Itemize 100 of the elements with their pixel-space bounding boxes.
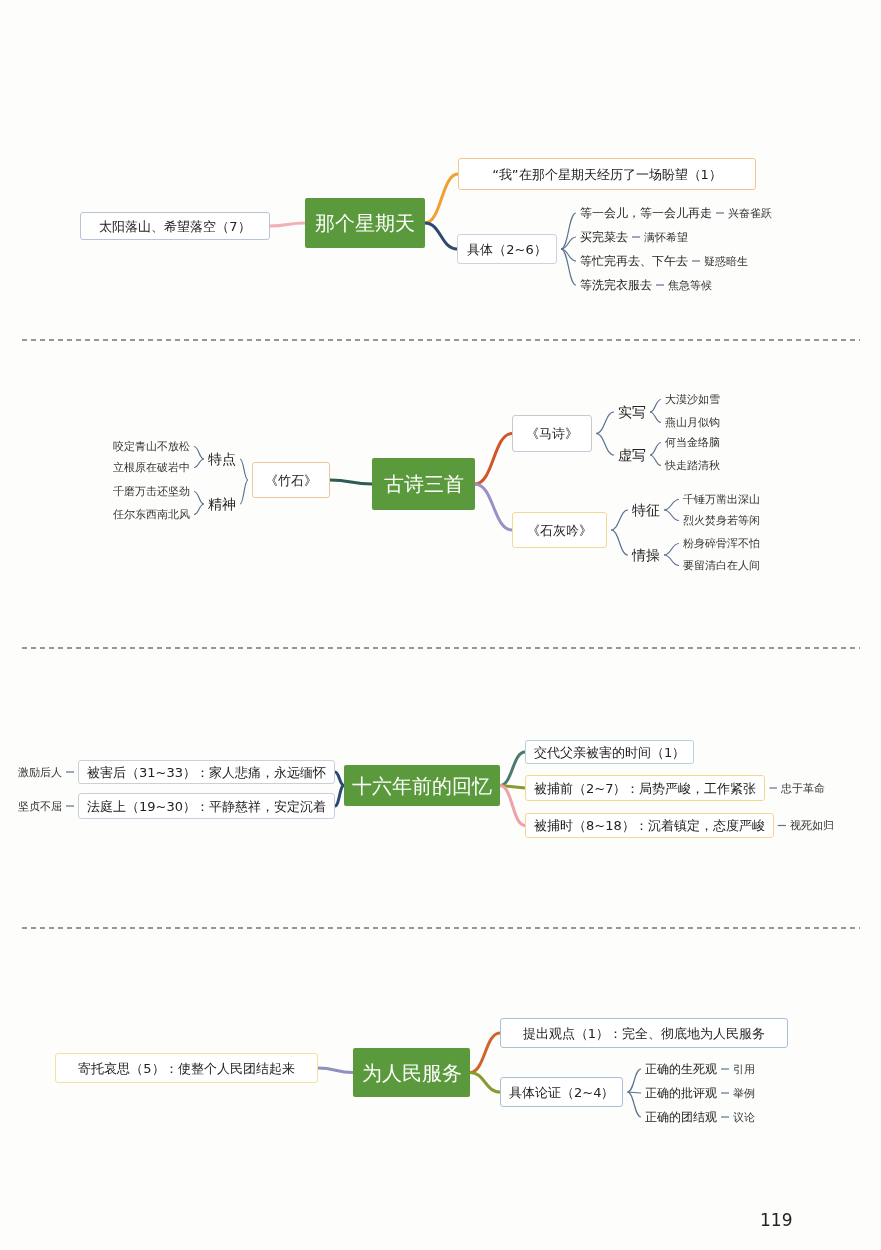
branch-box: 《马诗》 bbox=[512, 415, 592, 452]
note-text: 烈火焚身若等闲 bbox=[683, 514, 760, 527]
branch-box: 被捕前（2~7）：局势严峻，工作紧张 bbox=[525, 775, 766, 801]
note-text: 粉身碎骨浑不怕 bbox=[683, 537, 760, 550]
connector-line bbox=[626, 1068, 642, 1093]
note-text: 满怀希望 bbox=[644, 230, 688, 244]
note-text: 千锤万凿出深山 bbox=[683, 493, 760, 506]
branch-text: 精神 bbox=[208, 496, 236, 512]
note-text: 焦急等候 bbox=[668, 278, 712, 292]
connector-line bbox=[269, 221, 306, 228]
connector-line bbox=[720, 1116, 730, 1118]
note-text: 疑惑暗生 bbox=[704, 254, 748, 268]
branch-box: 被害后（31~33）：家人悲痛，永远缅怀 bbox=[78, 760, 335, 784]
branch-text: 正确的批评观 bbox=[645, 1086, 717, 1100]
connector-line bbox=[715, 212, 725, 214]
connector-line bbox=[424, 221, 458, 251]
connector-line bbox=[626, 1091, 642, 1118]
connector-line bbox=[469, 1031, 501, 1074]
connector-line bbox=[649, 441, 662, 456]
connector-line bbox=[424, 172, 459, 225]
note-text: 何当金络脑 bbox=[665, 436, 720, 449]
note-text: 激励后人 bbox=[18, 765, 62, 779]
topic-box: 古诗三首 bbox=[372, 458, 475, 510]
note-text: 快走踏清秋 bbox=[665, 459, 720, 472]
connector-line bbox=[691, 260, 701, 262]
connector-line bbox=[649, 398, 662, 413]
branch-box: 法庭上（19~30）：平静慈祥，安定沉着 bbox=[78, 793, 335, 819]
connector-line bbox=[663, 554, 680, 567]
branch-text: 正确的团结观 bbox=[645, 1110, 717, 1124]
connector-line bbox=[720, 1092, 730, 1094]
note-text: 立根原在破岩中 bbox=[113, 461, 190, 474]
connector-line bbox=[560, 236, 577, 250]
note-text: 引用 bbox=[733, 1062, 755, 1076]
branch-text: 等洗完衣服去 bbox=[580, 278, 652, 292]
note-text: 咬定青山不放松 bbox=[113, 440, 190, 453]
connector-line bbox=[560, 248, 577, 286]
connector-line bbox=[474, 482, 513, 532]
connector-line bbox=[469, 1071, 501, 1094]
connector-line bbox=[239, 479, 249, 505]
connector-line bbox=[655, 284, 665, 286]
connector-line bbox=[610, 529, 629, 556]
note-text: 兴奋雀跃 bbox=[728, 206, 772, 220]
branch-text: 特点 bbox=[208, 451, 236, 467]
connector-line bbox=[193, 445, 205, 460]
note-text: 议论 bbox=[733, 1110, 755, 1124]
connector-line bbox=[631, 236, 641, 238]
connector-line bbox=[193, 490, 205, 505]
branch-box: “我”在那个星期天经历了一场盼望（1） bbox=[458, 158, 756, 190]
note-text: 忠于革命 bbox=[781, 781, 825, 795]
branch-box: 交代父亲被害的时间（1） bbox=[525, 740, 695, 764]
connector-line bbox=[193, 458, 205, 469]
branch-box: 具体论证（2~4） bbox=[500, 1077, 624, 1107]
note-text: 千磨万击还坚劲 bbox=[113, 485, 190, 498]
branch-text: 实写 bbox=[618, 404, 646, 420]
note-text: 任尔东西南北风 bbox=[113, 508, 190, 521]
connector-line bbox=[777, 824, 787, 827]
page-number: 119 bbox=[760, 1212, 793, 1229]
note-text: 燕山月似钩 bbox=[665, 416, 720, 429]
note-text: 视死如归 bbox=[790, 819, 834, 832]
branch-box: 具体（2~6） bbox=[457, 234, 557, 264]
topic-box: 十六年前的回忆 bbox=[344, 765, 500, 806]
connector-line bbox=[720, 1068, 730, 1070]
connector-line bbox=[595, 432, 615, 456]
branch-text: 买完菜去 bbox=[580, 230, 628, 244]
branch-box: 被捕时（8~18）：沉着镇定，态度严峻 bbox=[525, 813, 774, 838]
connector-line bbox=[649, 411, 662, 424]
branch-text: 特征 bbox=[632, 502, 660, 518]
branch-text: 等忙完再去、下午去 bbox=[580, 254, 688, 268]
branch-box: 提出观点（1）：完全、彻底地为人民服务 bbox=[500, 1018, 788, 1048]
note-text: 举例 bbox=[733, 1086, 755, 1100]
branch-text: 正确的生死观 bbox=[645, 1062, 717, 1076]
topic-box: 为人民服务 bbox=[353, 1048, 470, 1097]
connector-line bbox=[610, 509, 629, 531]
connector-line bbox=[595, 411, 615, 435]
branch-box: 寄托哀思（5）：使整个人民团结起来 bbox=[55, 1053, 318, 1083]
connector-line bbox=[768, 787, 778, 789]
branch-text: 情操 bbox=[632, 547, 660, 563]
connector-line bbox=[499, 784, 526, 827]
note-text: 大漠沙如雪 bbox=[665, 393, 720, 406]
connector-line bbox=[329, 478, 373, 486]
connector-line bbox=[474, 432, 513, 486]
connector-line bbox=[626, 1091, 642, 1094]
topic-box: 那个星期天 bbox=[305, 198, 425, 248]
branch-text: 虚写 bbox=[618, 447, 646, 463]
connector-line bbox=[317, 1066, 354, 1074]
connector-line bbox=[560, 212, 577, 250]
note-text: 要留清白在人间 bbox=[683, 559, 760, 572]
connector-line bbox=[65, 805, 75, 807]
connector-line bbox=[239, 458, 249, 481]
connector-line bbox=[663, 498, 680, 511]
connector-line bbox=[560, 248, 577, 262]
note-text: 坚贞不屈 bbox=[18, 799, 62, 813]
connector-line bbox=[193, 503, 205, 516]
connector-line bbox=[649, 454, 662, 467]
connector-line bbox=[333, 784, 345, 808]
branch-box: 《竹石》 bbox=[252, 462, 330, 498]
branch-text: 等一会儿，等一会儿再走 bbox=[580, 206, 712, 220]
connector-line bbox=[499, 750, 526, 787]
connector-line bbox=[663, 509, 680, 522]
connector-line bbox=[663, 542, 680, 556]
